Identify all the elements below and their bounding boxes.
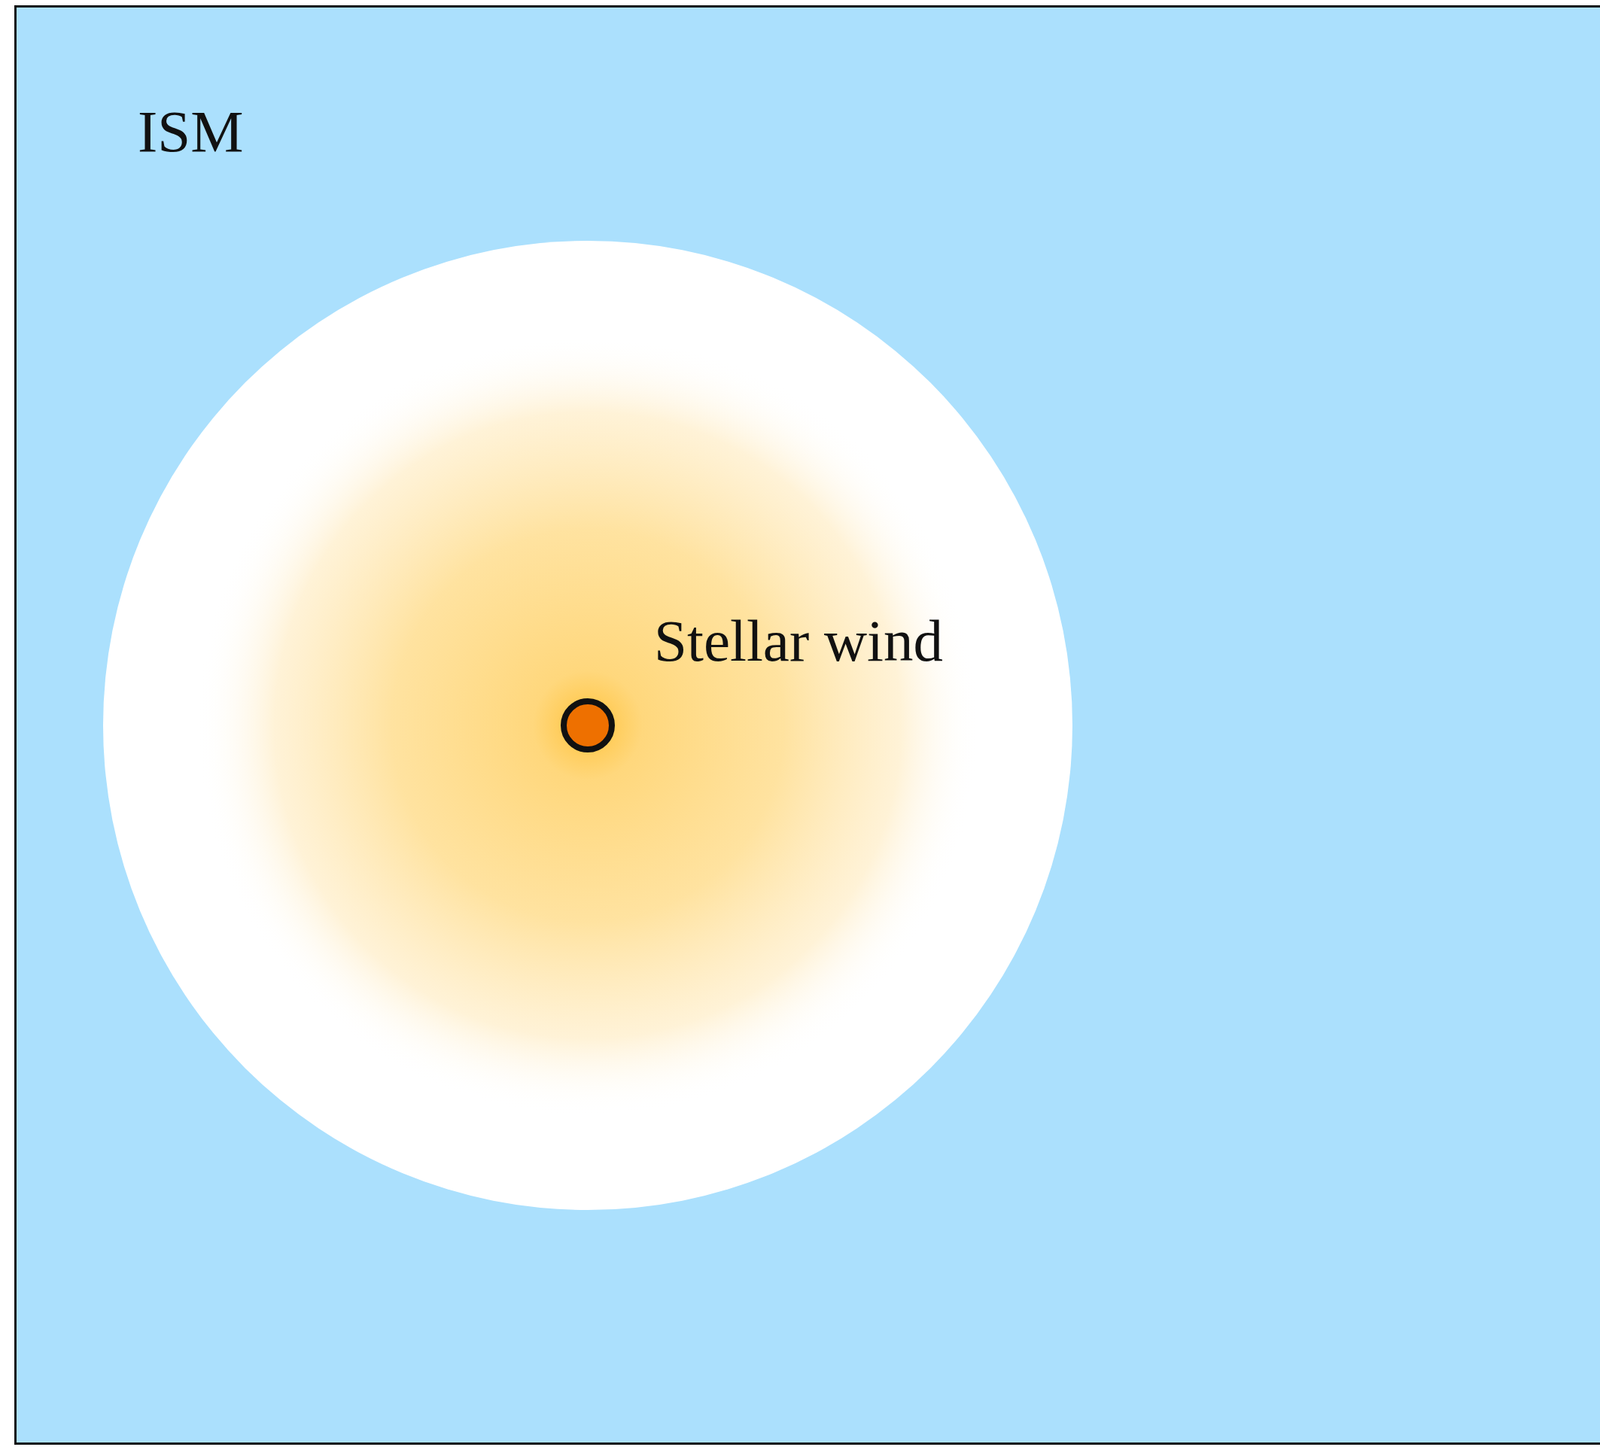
ism-region: Stellar wind ISM [14,5,1600,1445]
wind-bubble: Stellar wind [103,240,1073,1211]
region-label: ISM [137,101,244,162]
star [563,701,612,750]
bubble-fill [103,240,1073,1211]
wind-illustration [103,240,1073,1211]
wind-glow [196,334,980,1117]
wind-label: Stellar wind [653,611,943,671]
